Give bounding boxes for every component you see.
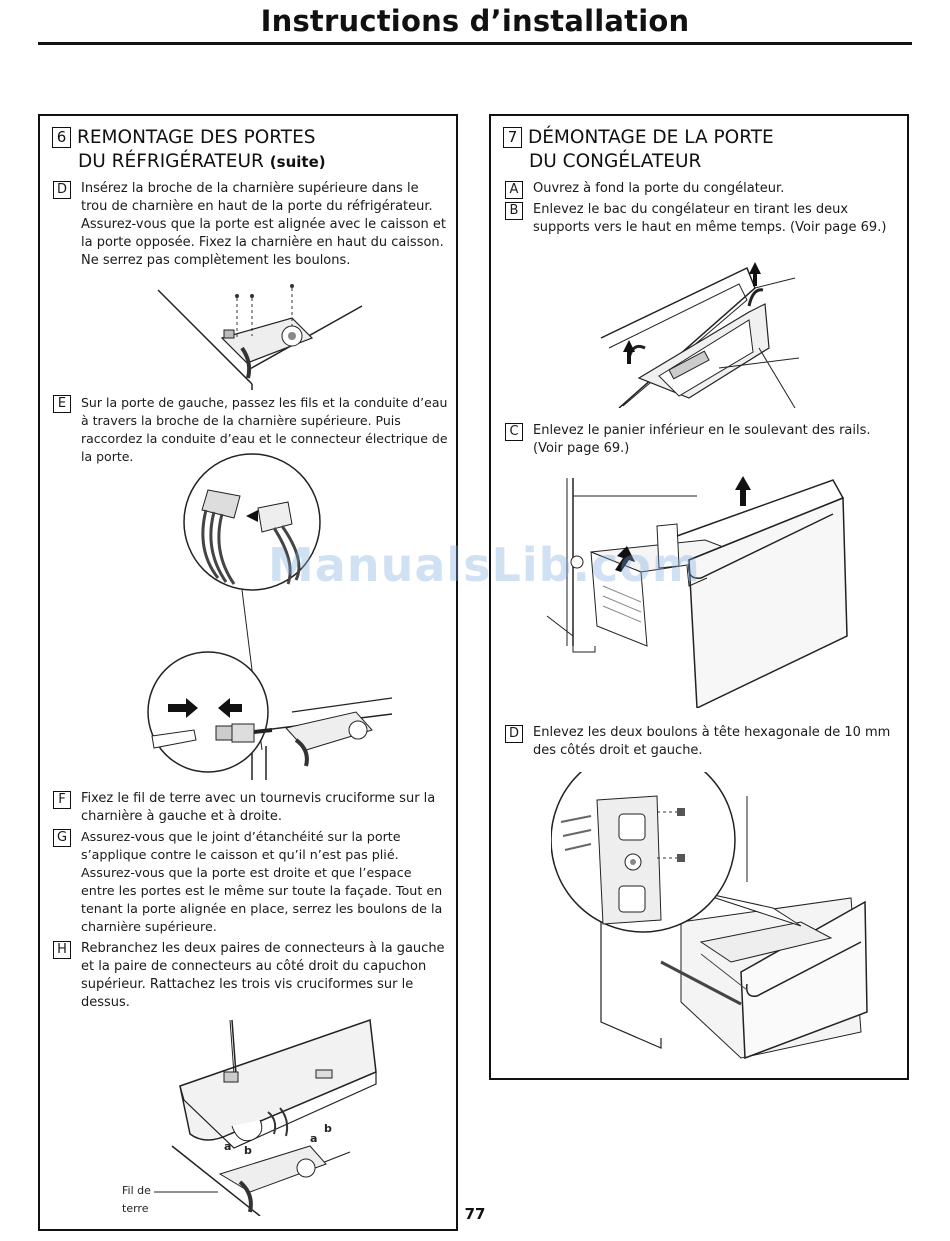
step-6d: D Insérez la broche de la charnière supé… xyxy=(53,180,448,270)
figure-lower-basket xyxy=(537,476,857,708)
step-text: Enlevez les deux boulons à tête hexagona… xyxy=(533,725,891,758)
figure-hinge-insert xyxy=(152,278,372,390)
step-7d: D Enlevez les deux boulons à tête hexago… xyxy=(505,724,895,760)
step-7b: B Enlevez le bac du congélateur en tiran… xyxy=(505,201,895,237)
section-6-panel: 6 REMONTAGE DES PORTES DU RÉFRIGÉRATEUR (… xyxy=(38,114,458,1231)
step-letter: B xyxy=(505,202,523,220)
step-letter: D xyxy=(53,181,71,199)
section-number-box: 7 xyxy=(503,127,522,148)
step-letter: F xyxy=(53,791,71,809)
step-text: Ouvrez à fond la porte du congélateur. xyxy=(533,181,785,196)
heading-line-2: DU CONGÉLATEUR xyxy=(529,151,702,172)
heading-line-1: DÉMONTAGE DE LA PORTE xyxy=(528,127,774,148)
heading-line-1: REMONTAGE DES PORTES xyxy=(77,127,316,148)
callout-a-2: a xyxy=(310,1132,317,1145)
step-letter: C xyxy=(505,423,523,441)
step-letter: G xyxy=(53,829,71,847)
step-6e: E Sur la porte de gauche, passez les fil… xyxy=(53,394,448,466)
step-text: Fixez le fil de terre avec un tournevis … xyxy=(81,791,436,824)
callout-b-2: b xyxy=(324,1122,332,1135)
step-7a: A Ouvrez à fond la porte du congélateur. xyxy=(505,180,895,199)
figure-freezer-bin xyxy=(599,248,799,408)
ground-wire-label-2: terre xyxy=(122,1202,149,1215)
step-7c: C Enlevez le panier inférieur en le soul… xyxy=(505,422,895,458)
step-text: Assurez-vous que le joint d’étanchéité s… xyxy=(81,829,443,934)
step-6h: H Rebranchez les deux paires de connecte… xyxy=(53,940,448,1012)
step-text: Enlevez le panier inférieur en le soulev… xyxy=(533,423,871,456)
title-rule xyxy=(38,42,912,45)
section-7-panel: 7 DÉMONTAGE DE LA PORTE DU CONGÉLATEUR A … xyxy=(489,114,909,1080)
section-6-heading: 6 REMONTAGE DES PORTES DU RÉFRIGÉRATEUR (… xyxy=(52,126,326,174)
step-letter: H xyxy=(53,941,71,959)
step-letter: D xyxy=(505,725,523,743)
step-letter: A xyxy=(505,181,523,199)
step-letter: E xyxy=(53,395,71,413)
ground-wire-label-1: Fil de xyxy=(122,1184,151,1197)
step-text: Insérez la broche de la charnière supéri… xyxy=(81,181,446,268)
step-text: Enlevez le bac du congélateur en tirant … xyxy=(533,202,887,235)
callout-b-1: b xyxy=(244,1144,252,1157)
watermark: ManualsLib.com xyxy=(268,538,701,592)
figure-top-cap-reassembly: a b a b Fil de terre xyxy=(120,1016,420,1216)
section-number-box: 6 xyxy=(52,127,71,148)
callout-a-1: a xyxy=(224,1140,231,1153)
step-6f: F Fixez le fil de terre avec un tournevi… xyxy=(53,790,448,826)
page-title: Instructions d’installation xyxy=(260,4,690,38)
figure-connector-water-line xyxy=(106,450,396,780)
step-text: Rebranchez les deux paires de connecteur… xyxy=(81,941,445,1010)
figure-hex-bolts xyxy=(551,772,871,1062)
step-6g: G Assurez-vous que le joint d’étanchéité… xyxy=(53,828,448,936)
section-7-heading: 7 DÉMONTAGE DE LA PORTE DU CONGÉLATEUR xyxy=(503,126,774,174)
page-number: 77 xyxy=(464,1205,486,1223)
heading-suffix: (suite) xyxy=(269,153,326,171)
step-text: Sur la porte de gauche, passez les fils … xyxy=(81,395,448,464)
heading-line-2: DU RÉFRIGÉRATEUR xyxy=(78,151,264,172)
